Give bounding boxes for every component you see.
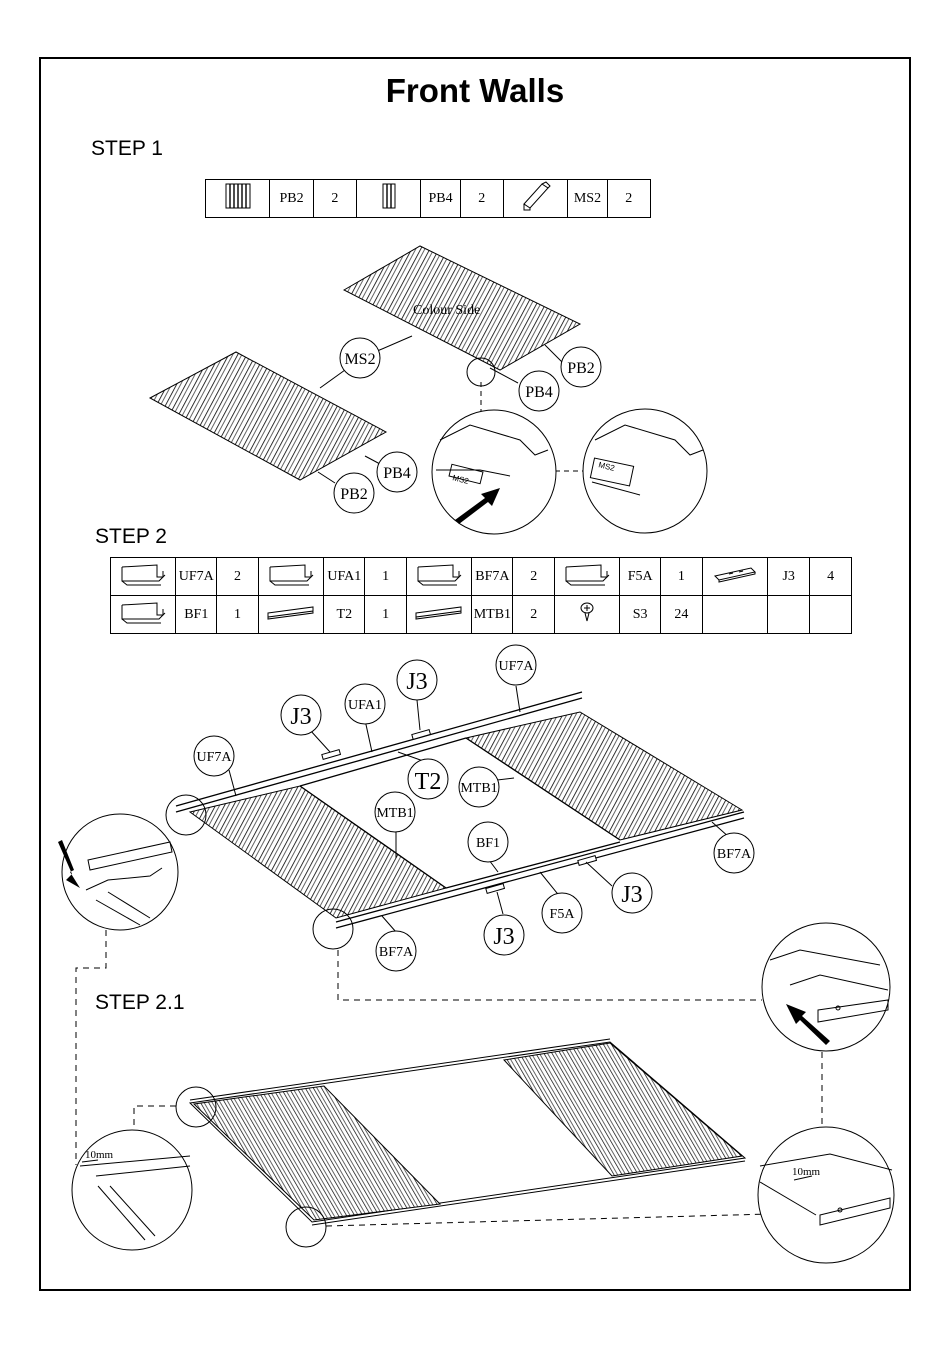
svg-text:J3: J3 — [493, 924, 514, 950]
callout-bf1: BF1 — [468, 822, 508, 862]
svg-text:MTB1: MTB1 — [460, 781, 497, 796]
callout-uf7a-left: UF7A — [194, 736, 234, 776]
callout-f5a: F5A — [542, 893, 582, 933]
colour-side-label: Colour Side — [413, 303, 480, 318]
svg-text:BF1: BF1 — [476, 836, 500, 851]
callout-mtb1-b: MTB1 — [375, 792, 415, 832]
detail-circle-gap-left: 10mm — [72, 1130, 192, 1250]
svg-text:J3: J3 — [406, 669, 427, 695]
svg-text:J3: J3 — [290, 704, 311, 730]
svg-text:UF7A: UF7A — [498, 659, 534, 674]
assembled-wall — [190, 1039, 745, 1225]
callout-j3-b: J3 — [397, 660, 437, 700]
svg-text:10mm: 10mm — [85, 1149, 114, 1161]
callout-pb2-top: PB2 — [561, 347, 601, 387]
callout-pb4-left: PB4 — [377, 452, 417, 492]
detail-circle-insert: MS2 — [432, 410, 556, 534]
callout-uf7a-top: UF7A — [496, 645, 536, 685]
svg-text:PB2: PB2 — [340, 486, 368, 503]
step2-right-panel — [466, 712, 742, 840]
callout-pb4-top: PB4 — [519, 371, 559, 411]
detail-circle-inserted: MS2 — [583, 409, 707, 533]
callout-j3-d: J3 — [484, 915, 524, 955]
callout-ufa1: UFA1 — [345, 684, 385, 724]
svg-text:PB4: PB4 — [383, 465, 411, 482]
svg-text:PB4: PB4 — [525, 384, 553, 401]
svg-text:BF7A: BF7A — [717, 847, 752, 862]
svg-text:10mm: 10mm — [792, 1166, 821, 1178]
callout-bf7a-bottom: BF7A — [376, 931, 416, 971]
detail-marker — [467, 358, 495, 386]
svg-text:MTB1: MTB1 — [376, 806, 413, 821]
svg-text:J3: J3 — [621, 882, 642, 908]
callout-mtb1-a: MTB1 — [459, 767, 499, 807]
svg-text:MS2: MS2 — [344, 351, 375, 368]
detail-circle-right-corner — [762, 923, 890, 1051]
callout-bf7a-right: BF7A — [714, 833, 754, 873]
svg-text:F5A: F5A — [550, 907, 576, 922]
svg-text:UF7A: UF7A — [196, 750, 232, 765]
svg-text:T2: T2 — [415, 769, 442, 795]
callout-t2: T2 — [408, 759, 448, 799]
detail-circle-left-corner — [58, 814, 178, 930]
callout-ms2: MS2 — [340, 338, 380, 378]
svg-text:PB2: PB2 — [567, 360, 595, 377]
svg-text:UFA1: UFA1 — [348, 698, 382, 713]
callout-pb2-left: PB2 — [334, 473, 374, 513]
detail-circle-gap-right: 10mm — [758, 1127, 894, 1263]
callout-j3-c: J3 — [612, 873, 652, 913]
svg-text:BF7A: BF7A — [379, 945, 414, 960]
callout-j3-a: J3 — [281, 695, 321, 735]
